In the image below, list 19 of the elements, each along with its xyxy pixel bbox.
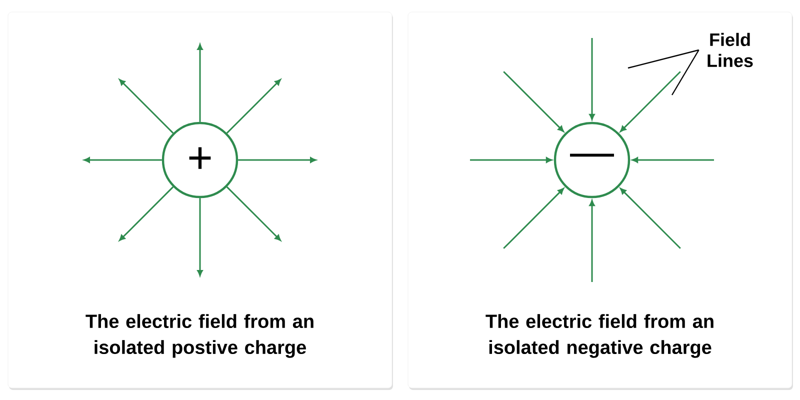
field-line-arrow xyxy=(84,157,162,163)
field-line-arrow xyxy=(238,157,316,163)
field-line-arrow xyxy=(620,188,681,249)
field-line-arrow xyxy=(589,200,595,282)
leader-line xyxy=(672,50,700,96)
field-line-arrow xyxy=(226,79,281,134)
field-line-arrow xyxy=(470,157,552,163)
field-line-arrow xyxy=(589,38,595,120)
field-line-arrow xyxy=(119,79,174,134)
field-line-arrow xyxy=(503,71,564,132)
leader-line xyxy=(628,49,699,69)
callout-label: Field Lines xyxy=(708,32,753,68)
field-line-arrow xyxy=(632,157,714,163)
field-line-arrow xyxy=(620,71,681,132)
field-line-arrow xyxy=(119,186,174,241)
field-line-arrow xyxy=(226,186,281,241)
field-line-arrow xyxy=(197,44,203,122)
field-line-arrow xyxy=(197,198,203,276)
field-line-arrow xyxy=(503,188,564,249)
